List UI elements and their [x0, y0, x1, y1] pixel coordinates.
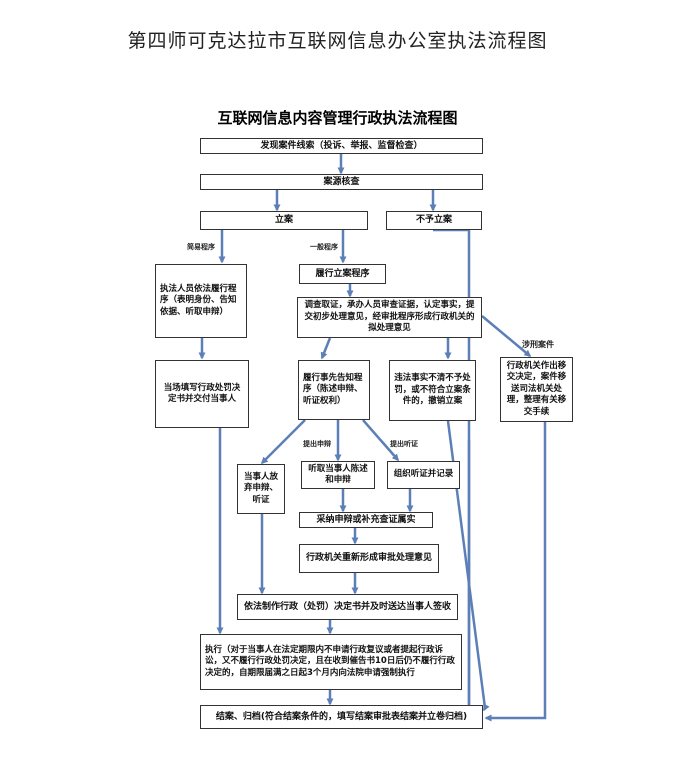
node-notify: 履行事先告知程序（陈述申辩、听证权利）: [298, 360, 370, 420]
node-simple-procedure: 执法人员依法履行程序（表明身份、告知依据、听取申辩）: [155, 264, 247, 338]
label-criminal-case: 涉刑案件: [522, 340, 554, 349]
arrow-criminal-close: [484, 421, 547, 722]
node-close: 结案、归档(符合结案条件的，填写结案审批表结案并立卷归档): [200, 705, 483, 729]
node-hear-statement: 听取当事人陈述和申辩: [301, 461, 375, 489]
node-criminal-transfer: 行政机关作出移交决定，案件移送司法机关处理，整理有关移交手续: [500, 357, 573, 422]
node-investigate: 调查取证，承办人员审查证据，认定事实，提交初步处理意见，经审批程序形成行政机关的…: [297, 297, 482, 338]
node-execute: 执行（对于当事人在法定期限内不申请行政复议或者提起行政诉讼，又不履行行政处罚决定…: [200, 634, 462, 690]
node-not-penalize: 违法事实不清不予处罚，或不符合立案条件的，撤销立案: [389, 360, 476, 421]
label-raise-hearing: 提出听证: [390, 440, 418, 448]
node-verify: 案源核查: [200, 174, 483, 190]
label-general-procedure: 一般程序: [310, 243, 338, 251]
arrow-notify-hearing: [362, 419, 399, 462]
node-spot-decision: 当场填写行政处罚决定书并交付当事人: [155, 360, 249, 428]
node-discover: 发现案件线索（投诉、举报、监督检查）: [200, 138, 483, 154]
label-raise-defense: 提出申辩: [303, 440, 331, 448]
arrow-investigate-criminal: [481, 315, 532, 357]
node-general-procedure: 履行立案程序: [299, 264, 386, 284]
page-title: 第四师可克达拉市互联网信息办公室执法流程图: [127, 30, 548, 52]
label-simple-procedure: 简易程序: [187, 243, 215, 251]
node-hearing-record: 组织听证并记录: [387, 461, 460, 489]
flowchart-title: 互联网信息内容管理行政执法流程图: [217, 109, 458, 127]
node-adopt: 采纳申辩或补充查证属实: [299, 512, 433, 528]
node-waive: 当事人放弃申辩、听证: [237, 464, 285, 514]
arrow-investigate-notify: [320, 337, 332, 360]
node-reform: 行政机关重新形成审批处理意见: [299, 544, 439, 573]
arrow-notify-waive: [260, 419, 306, 465]
node-deliver: 依法制作行政（处罚）决定书并及时送达当事人签收: [237, 594, 458, 620]
node-nofile: 不予立案: [386, 211, 482, 230]
node-file: 立案: [200, 211, 368, 230]
